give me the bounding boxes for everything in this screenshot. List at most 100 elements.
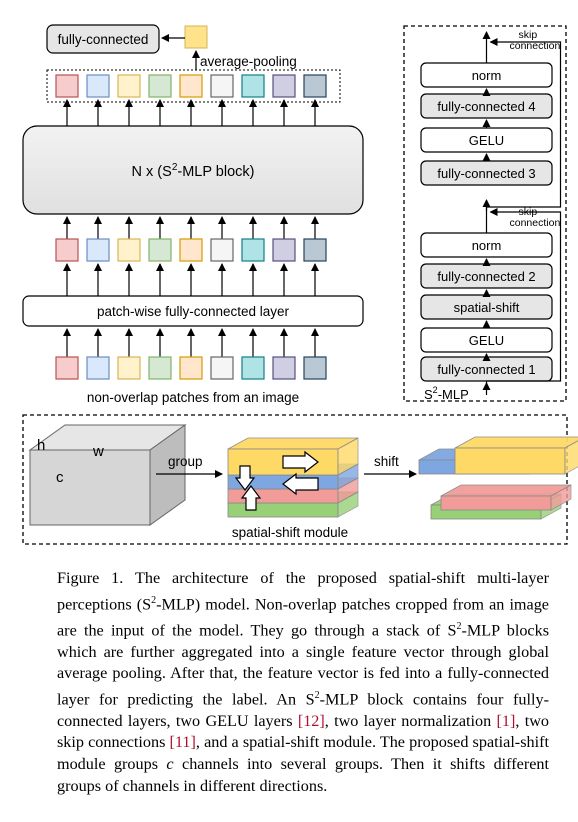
shifted-group-pink-side: [550, 484, 572, 511]
architecture-figure: fully-connected average-pooling N x (S2-…: [22, 24, 578, 545]
head-fc-box: [46, 24, 160, 54]
spatial-shift-module-label: spatial-shift module: [232, 525, 348, 540]
skip-connection-2: [485, 208, 562, 385]
output-patch-7: [241, 74, 265, 98]
embedded-patch-6: [210, 238, 234, 262]
embedded-patch-row: [55, 238, 327, 262]
input-patch-1: [55, 356, 79, 380]
input-patch-4: [148, 356, 172, 380]
input-patch-8: [272, 356, 296, 380]
embedded-patch-1: [55, 238, 79, 262]
output-patch-8: [272, 74, 296, 98]
skip-label-2-line1: skip: [519, 206, 538, 218]
embedded-patch-4: [148, 238, 172, 262]
shift-right-arrow-icon: [282, 450, 319, 474]
output-patch-row: [55, 74, 327, 98]
output-patch-4: [148, 74, 172, 98]
caption-sup-2: 2: [456, 620, 462, 632]
embedded-patch-5: [179, 238, 203, 262]
embedded-patch-3: [117, 238, 141, 262]
output-patch-3: [117, 74, 141, 98]
shifted-group-pink-top: [440, 484, 572, 497]
patchwise-output-arrows: [63, 263, 319, 296]
layer-label-upper-2: fully-connected 4: [437, 99, 535, 114]
skip-connection-1: [485, 38, 562, 211]
output-patches-group: [46, 69, 341, 103]
shift-up-arrow-icon: [240, 485, 262, 511]
citation-11[interactable]: [11]: [169, 733, 196, 752]
shifted-group-yellow-side: [564, 440, 578, 475]
skip-label-1-line2: connection: [510, 40, 561, 52]
embedded-patch-9: [303, 238, 327, 262]
output-patch-9: [303, 74, 327, 98]
caption-text-6: , two skip connections: [57, 711, 549, 752]
input-patch-3: [117, 356, 141, 380]
s2mlp-stack-box: [22, 125, 364, 215]
caption-text-4: -MLP block contains four fully-connected…: [57, 690, 549, 730]
input-patch-9: [303, 356, 327, 380]
patch-input-arrows: [63, 328, 319, 357]
embedded-patch-7: [241, 238, 265, 262]
input-patches-label: non-overlap patches from an image: [87, 390, 299, 405]
input-patch-7: [241, 356, 265, 380]
shifted-group-yellow-front: [454, 447, 566, 475]
caption-variable-c: c: [166, 754, 174, 773]
input-patch-2: [86, 356, 110, 380]
ssm-group-yellow-side: [337, 437, 359, 476]
caption-text-3: -MLP blocks which are further aggregated…: [57, 620, 549, 709]
right-panel: norm fully-connected 4 GELU fully-connected…: [403, 25, 567, 402]
figure-caption: Figure 1. The architecture of the propos…: [57, 568, 549, 797]
caption-sup-1: 2: [151, 594, 157, 606]
layer-label-lower-5: fully-connected 1: [437, 362, 535, 377]
layer-label-lower-3: spatial-shift: [454, 300, 520, 315]
caption-text-2: -MLP) model. Non-overlap patches cropped…: [57, 594, 549, 639]
layer-label-lower-4: GELU: [469, 333, 504, 348]
block-input-arrows: [63, 216, 319, 239]
caption-sup-3: 2: [314, 689, 320, 701]
embedded-patch-2: [86, 238, 110, 262]
bottom-panel: h w c group spatial-shift module shift: [22, 414, 578, 545]
caption-text-5: , two layer normalization: [324, 711, 497, 730]
patchwise-fc-label: patch-wise fully-connected layer: [97, 304, 290, 319]
group-label: group: [168, 454, 203, 469]
citation-1[interactable]: [1]: [496, 711, 516, 730]
bottom-frame: [22, 414, 568, 545]
caption-text-8: channels into several groups. Then it sh…: [57, 754, 550, 795]
citation-12[interactable]: [12]: [297, 711, 325, 730]
s2mlp-block-frame: [403, 25, 567, 402]
s2mlp-stack-label: N x (S2-MLP block): [132, 162, 255, 180]
shifted-group-pink-front: [440, 495, 552, 511]
skip-label-1-line1: skip: [519, 29, 538, 41]
ssm-group-yellow-top: [227, 437, 359, 450]
cube-c-label: c: [56, 469, 64, 486]
ssm-group-green-front: [227, 502, 339, 518]
cube-w-label: w: [92, 443, 104, 460]
patchwise-fc-box: [22, 295, 364, 327]
output-patch-1: [55, 74, 79, 98]
pooled-feature-square: [184, 25, 208, 49]
input-patch-5: [179, 356, 203, 380]
layer-label-lower-2: fully-connected 2: [437, 269, 535, 284]
head-fc-label: fully-connected: [58, 32, 149, 47]
layer-label-upper-3: GELU: [469, 133, 504, 148]
layer-label-upper-4: fully-connected 3: [437, 166, 535, 181]
input-patch-row: [55, 356, 327, 380]
skip-label-2-line2: connection: [510, 217, 561, 229]
layer-label-upper-1: norm: [472, 68, 502, 83]
shifted-groups-stack: [418, 436, 578, 520]
output-patch-6: [210, 74, 234, 98]
feature-cube: h w c: [28, 424, 187, 526]
input-patch-6: [210, 356, 234, 380]
average-pooling-label: average-pooling: [200, 54, 297, 69]
shifted-group-yellow-top: [454, 436, 578, 449]
left-panel: fully-connected average-pooling N x (S2-…: [22, 24, 364, 405]
output-patch-5: [179, 74, 203, 98]
s2mlp-footer-label: S2-MLP: [424, 385, 469, 402]
layer-label-lower-1: norm: [472, 238, 502, 253]
caption-text-7: , and a spatial-shift module. The propos…: [57, 733, 549, 773]
output-patch-2: [86, 74, 110, 98]
s2mlp-layer-stack: norm fully-connected 4 GELU fully-connected…: [420, 29, 562, 395]
shift-label: shift: [374, 454, 399, 469]
shift-down-arrow-icon: [234, 465, 256, 491]
shift-left-arrow-icon: [282, 472, 319, 496]
